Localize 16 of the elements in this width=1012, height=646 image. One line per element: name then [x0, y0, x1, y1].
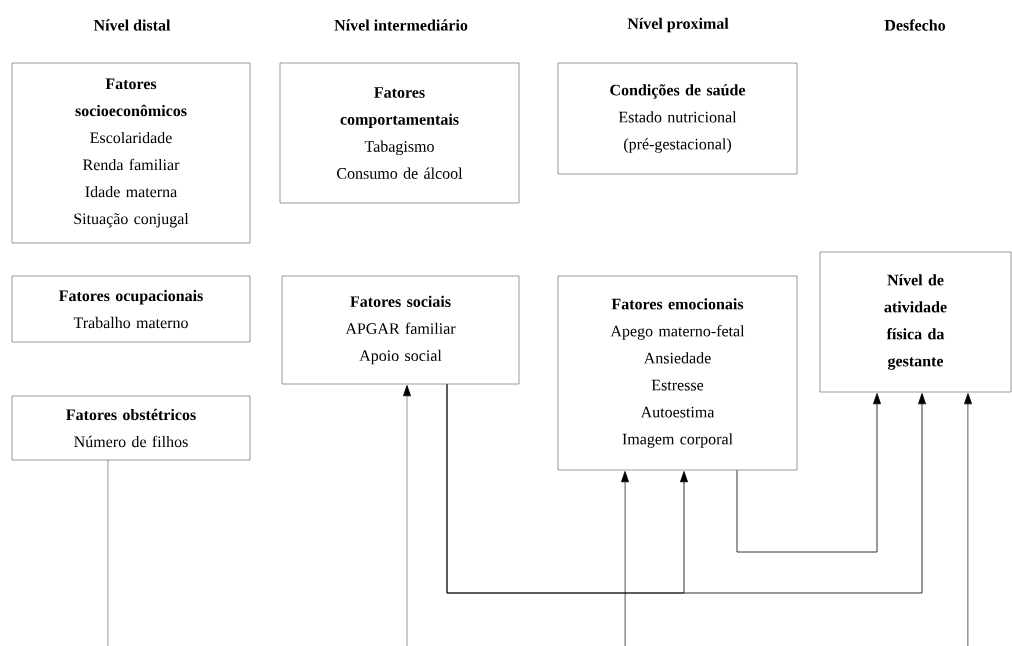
column-heading: Nível intermediário [334, 19, 468, 31]
column-heading: Nível distal [93, 19, 171, 31]
factor-box: Condições de saúde Estado nutricional (pré-gestacional) [557, 62, 798, 175]
factor-box: Fatores comportamentais Tabagismo Consumo de álcool [279, 62, 520, 204]
column-heading: Nível proximal [627, 17, 729, 33]
factor-box: Fatores sociais APGAR familiar Apoio social [281, 275, 520, 385]
arrow [446, 383, 926, 594]
factor-box: Fatores socioeconômicos Escolaridade Renda familiar Idade materna Situação conjugal [11, 62, 251, 244]
arrow [621, 471, 629, 646]
column-heading: Desfecho [884, 19, 946, 31]
arrow [736, 393, 881, 553]
factor-box: Fatores ocupacionais Trabalho materno [11, 275, 251, 343]
factor-box: Fatores emocionais Apego materno-fetal Ansiedade Estresse Autoestima Imagem corporal [557, 275, 798, 471]
factor-box: Fatores obstétricos Número de filhos [11, 395, 251, 461]
arrow [964, 393, 972, 646]
outcome-box: Nível de atividade física da gestante [819, 251, 1012, 393]
